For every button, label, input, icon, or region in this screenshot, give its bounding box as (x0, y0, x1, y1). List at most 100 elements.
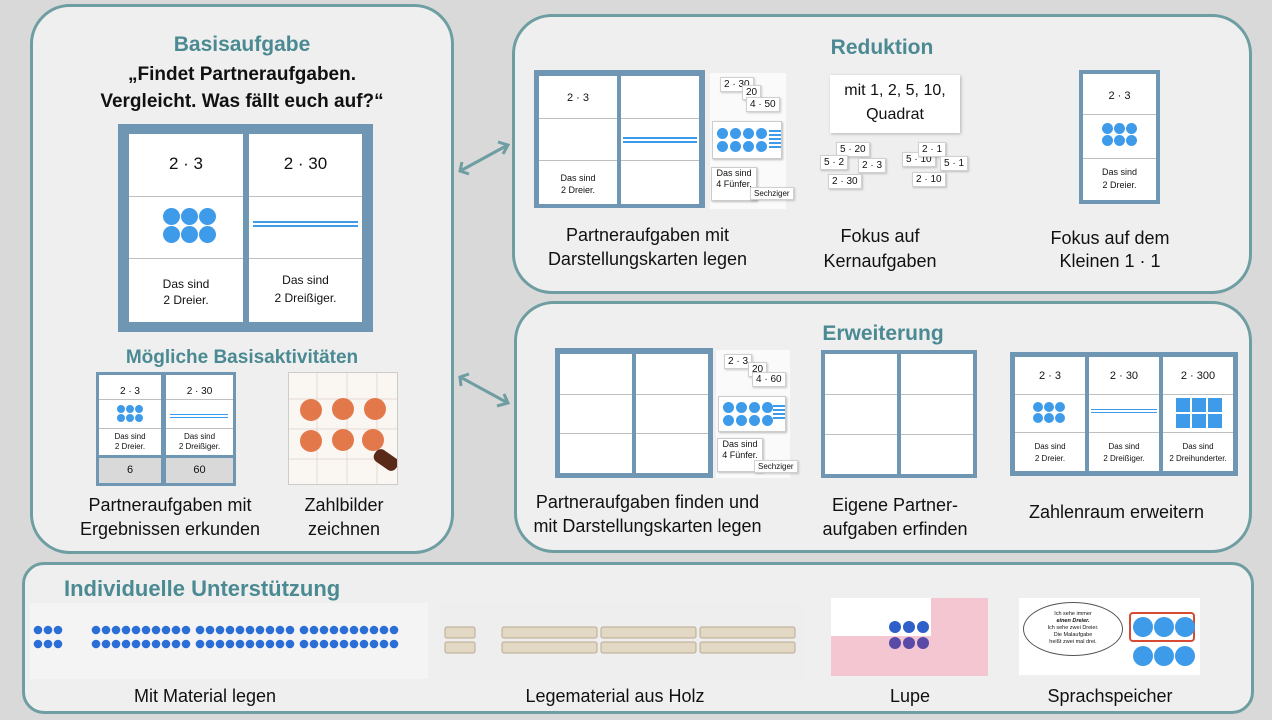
counter-dot (111, 625, 121, 635)
kern-chip: 5 · 1 (940, 156, 969, 171)
chip: Sechziger (750, 187, 794, 200)
card-text-1: Das sind (1101, 167, 1137, 177)
card-expression: 2 · 3 (119, 386, 140, 397)
counter-dot (101, 625, 111, 635)
erw-card-2x3: 2 · 3 Das sind 2 Dreier. (1015, 357, 1085, 471)
counter-dot (215, 639, 225, 649)
caption-partneraufgaben-ergebnisse-2: Ergebnissen erkunden (79, 519, 261, 539)
counter-dot (299, 625, 309, 635)
counter-dot (265, 639, 275, 649)
counter-dot (245, 639, 255, 649)
counter-dot (359, 625, 369, 635)
erweiterung-chip-pile: 2 · 3 20 4 · 60 Das sind 4 Fünfer. Sechz… (716, 350, 798, 478)
counter-dot (245, 625, 255, 635)
counter-dot (329, 639, 339, 649)
counter-dot (389, 639, 399, 649)
six-dots (1102, 123, 1137, 146)
caption-reduktion-3-l2: Kleinen 1 · 1 (1059, 251, 1161, 271)
card-text-1: Das sind (560, 173, 596, 183)
counter-dot (195, 625, 205, 635)
kern-chip: 2 · 10 (912, 172, 946, 187)
card-text-1: Das sind (1182, 442, 1214, 451)
counter-dot (205, 639, 215, 649)
card-text-1: Das sind (162, 277, 210, 291)
result-6: 6 (99, 458, 161, 483)
card-text-1: Das sind (1034, 442, 1066, 451)
counter-dot (195, 639, 205, 649)
task-line-1: „Findet Partneraufgaben. (127, 64, 357, 85)
card-text-2: 2 Dreier. (560, 185, 595, 195)
reduktion-chip-pile: 2 · 30 20 4 · 50 Das sind 4 Fünfer. Sech… (710, 73, 794, 209)
six-dots (117, 405, 143, 422)
ten-bars (623, 137, 697, 145)
wood-blocks-image (444, 626, 796, 654)
text-chip: Das sind 4 Fünfer. (711, 167, 757, 201)
card-expression: 2 · 3 (1038, 370, 1061, 382)
counter-dot (309, 625, 319, 635)
counter-dot (215, 625, 225, 635)
counter-dot (91, 639, 101, 649)
kern-chip: 5 · 2 (820, 155, 849, 170)
chip: 4 · 60 (752, 372, 786, 387)
erw-own-card-a (825, 354, 897, 474)
counter-dot (53, 639, 63, 649)
small-card-2x3: 2 · 3 Das sind 2 Dreier. (1083, 74, 1156, 200)
card-text-2: 2 Dreihunderter. (1169, 454, 1227, 463)
card-text-1: Das sind (282, 273, 329, 287)
activities-title: Mögliche Basisaktivitäten (125, 347, 359, 368)
mini-card-2x30: 2 · 30 Das sind 2 Dreißiger. (166, 375, 233, 455)
chip: 2 · 3 (724, 354, 753, 369)
speech-line: heißt zwei mal drei. (1049, 639, 1097, 645)
counter-dot (205, 625, 215, 635)
speech-dots-image (1133, 617, 1195, 666)
caption-partneraufgaben-ergebnisse-1: Partneraufgaben mit (88, 495, 252, 515)
counter-dot (285, 639, 295, 649)
counters-image (33, 625, 399, 649)
counter-dot (379, 625, 389, 635)
chip-text: Das sind (722, 439, 758, 449)
zahlbilder-photo (288, 372, 399, 485)
kern-line-2: Quadrat (866, 106, 924, 123)
counter-dot (339, 625, 349, 635)
counter-dot (43, 625, 53, 635)
support-title: Individuelle Unterstützung (64, 576, 341, 601)
counter-dot (309, 639, 319, 649)
basis-card-2x30: 2 · 30 Das sind 2 Dreißiger. (249, 134, 362, 322)
dots-chip (718, 396, 786, 432)
arrows (458, 140, 511, 408)
caption-sprachspeicher: Sprachspeicher (1047, 686, 1173, 706)
counter-dot (33, 625, 43, 635)
counter-dot (265, 625, 275, 635)
caption-material: Mit Material legen (133, 686, 277, 706)
task-line-2: Vergleicht. Was fällt euch auf?“ (100, 91, 384, 112)
caption-erw-3: Zahlenraum erweitern (1028, 502, 1205, 522)
counter-dot (43, 639, 53, 649)
card-expression: 2 · 30 (186, 386, 213, 397)
counter-dot (369, 625, 379, 635)
counter-dot (161, 639, 171, 649)
caption-lupe: Lupe (889, 686, 931, 706)
card-expression: 2 · 30 (1109, 370, 1139, 382)
basis-card-2x3: 2 · 3 Das sind 2 Dreier. (129, 134, 243, 322)
erw-empty-card-a (560, 354, 632, 473)
magnifier-dots-image (889, 621, 929, 649)
card-expression: 2 · 30 (283, 154, 328, 173)
erw-card-2x300: 2 · 300 Das sind 2 Dreihunderter. (1163, 357, 1233, 471)
material-photo (30, 603, 428, 679)
counter-dot (319, 639, 329, 649)
sprachspeicher-image: Ich sehe immer einen Dreier. Ich sehe zw… (1019, 598, 1200, 675)
counter-dot (225, 639, 235, 649)
counter-dot (389, 625, 399, 635)
chip-text: 4 Fünfer. (722, 450, 758, 460)
counter-dot (329, 625, 339, 635)
speech-line: Ich sehe immer (1054, 611, 1092, 617)
counter-dot (33, 639, 43, 649)
reduktion-card-left: 2 · 3 Das sind 2 Dreier. (539, 76, 617, 204)
erw-empty-card-b (636, 354, 708, 473)
counter-dot (349, 625, 359, 635)
counter-dot (225, 625, 235, 635)
drawn-dots-image (289, 373, 399, 484)
counter-dot (349, 639, 359, 649)
ten-bars (1091, 409, 1157, 415)
caption-erw-2-l1: Eigene Partner- (831, 495, 959, 515)
